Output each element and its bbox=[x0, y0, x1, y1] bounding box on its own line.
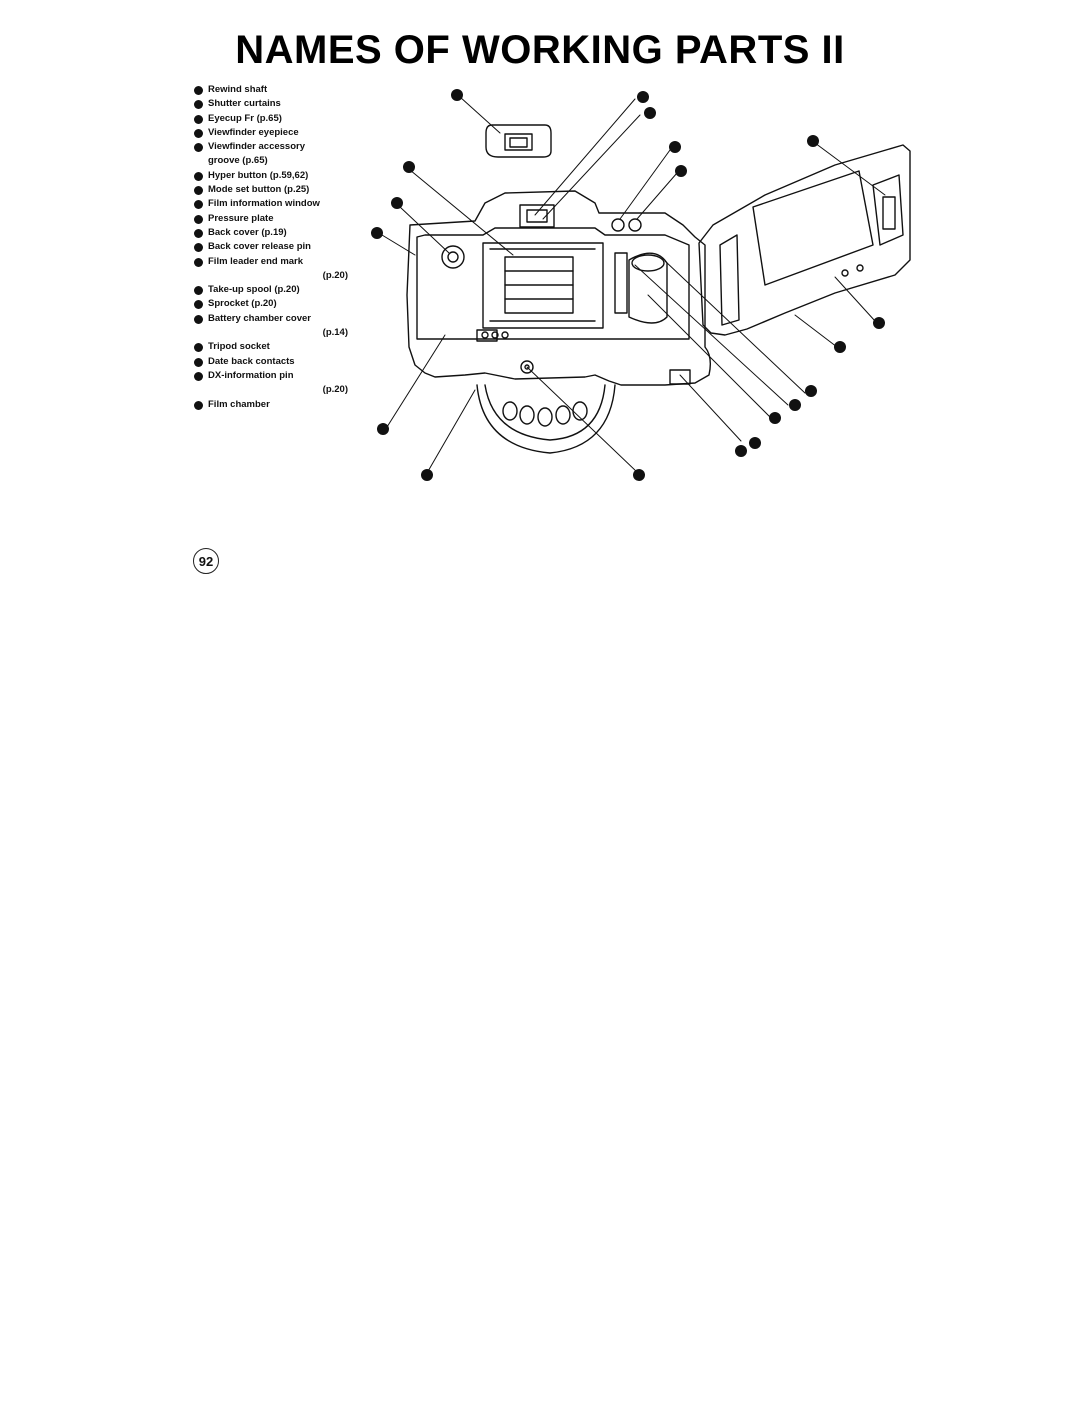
leader-lines bbox=[381, 96, 886, 474]
part-name-continuation: groove (p.65) bbox=[208, 155, 268, 167]
part-name: Back cover (p.19) bbox=[208, 226, 287, 238]
callout-bullet-icon bbox=[194, 400, 203, 410]
back-cover bbox=[698, 144, 911, 336]
list-item: DX-information pin (p.20) bbox=[194, 369, 366, 398]
callout-bullet-icon bbox=[194, 200, 203, 210]
part-name: Pressure plate bbox=[208, 212, 274, 224]
part-name: Date back contacts bbox=[208, 355, 295, 367]
part-name: Eyecup Fr (p.65) bbox=[208, 112, 282, 124]
lens-mount-ring bbox=[476, 384, 616, 454]
list-item: Mode set button (p.25) bbox=[194, 183, 366, 197]
list-item: Tripod socket bbox=[194, 340, 366, 354]
callout-bullet-icon bbox=[194, 100, 203, 110]
list-item: Film leader end mark (p.20) bbox=[194, 255, 366, 284]
callout-bullet-icon bbox=[194, 300, 203, 310]
callout-bullet-icon bbox=[194, 186, 203, 196]
callout-bullet-icon bbox=[194, 143, 203, 153]
part-name: Film information window bbox=[208, 198, 320, 210]
callout-bullet-icon bbox=[194, 228, 203, 238]
callout-bullet-icon bbox=[194, 171, 203, 181]
part-name: Viewfinder eyepiece bbox=[208, 126, 299, 138]
part-name: Mode set button (p.25) bbox=[208, 184, 310, 196]
parts-list: Rewind shaft Shutter curtains Eyecup Fr … bbox=[194, 83, 366, 412]
callout-bullet-icon bbox=[194, 114, 203, 124]
part-name: DX-information pin bbox=[208, 369, 294, 381]
part-name: Shutter curtains bbox=[208, 98, 281, 110]
part-name: Film leader end mark bbox=[208, 255, 304, 267]
list-item: Viewfinder accessory groove (p.65) bbox=[194, 140, 366, 169]
part-name-continuation: (p.14) bbox=[322, 327, 348, 339]
camera-back-diagram bbox=[371, 89, 911, 481]
list-item: Back cover release pin bbox=[194, 240, 366, 254]
list-item: Pressure plate bbox=[194, 212, 366, 226]
list-item: Viewfinder eyepiece bbox=[194, 126, 366, 140]
list-item: Film information window bbox=[194, 197, 366, 211]
page-number: 92 bbox=[193, 548, 219, 574]
part-name-continuation: (p.20) bbox=[322, 384, 348, 396]
part-name: Sprocket (p.20) bbox=[208, 298, 277, 310]
part-name: Film chamber bbox=[208, 398, 270, 410]
callout-bullet-icon bbox=[194, 314, 203, 324]
part-name: Tripod socket bbox=[208, 341, 270, 353]
part-name: Hyper button (p.59,62) bbox=[208, 169, 309, 181]
part-name: Battery chamber cover bbox=[208, 312, 311, 324]
callout-bullet-icon bbox=[194, 243, 203, 253]
list-item: Film chamber bbox=[194, 398, 366, 412]
callout-bullet-icon bbox=[194, 86, 203, 95]
camera-body bbox=[406, 190, 712, 386]
callout-bullet-icon bbox=[194, 257, 203, 267]
page-title: NAMES OF WORKING PARTS II bbox=[235, 28, 845, 72]
eyecup-icon bbox=[485, 124, 552, 158]
callout-bullet-icon bbox=[194, 371, 203, 381]
callout-markers bbox=[371, 89, 885, 481]
list-item: Date back contacts bbox=[194, 355, 366, 369]
callout-bullet-icon bbox=[194, 286, 203, 296]
list-item: Take-up spool (p.20) bbox=[194, 283, 366, 297]
list-item: Battery chamber cover (p.14) bbox=[194, 312, 366, 341]
callout-bullet-icon bbox=[194, 357, 203, 367]
callout-bullet-icon bbox=[194, 343, 203, 353]
list-item: Eyecup Fr (p.65) bbox=[194, 112, 366, 126]
part-name: Back cover release pin bbox=[208, 241, 311, 253]
part-name: Take-up spool (p.20) bbox=[208, 284, 300, 296]
callout-bullet-icon bbox=[194, 214, 203, 224]
list-item: Rewind shaft bbox=[194, 83, 366, 97]
part-name: Viewfinder accessory bbox=[208, 141, 305, 153]
list-item: Hyper button (p.59,62) bbox=[194, 169, 366, 183]
part-name-continuation: (p.20) bbox=[322, 269, 348, 281]
list-item: Back cover (p.19) bbox=[194, 226, 366, 240]
callout-bullet-icon bbox=[194, 128, 203, 138]
part-name: Rewind shaft bbox=[208, 84, 268, 95]
list-item: Shutter curtains bbox=[194, 97, 366, 111]
list-item: Sprocket (p.20) bbox=[194, 297, 366, 311]
